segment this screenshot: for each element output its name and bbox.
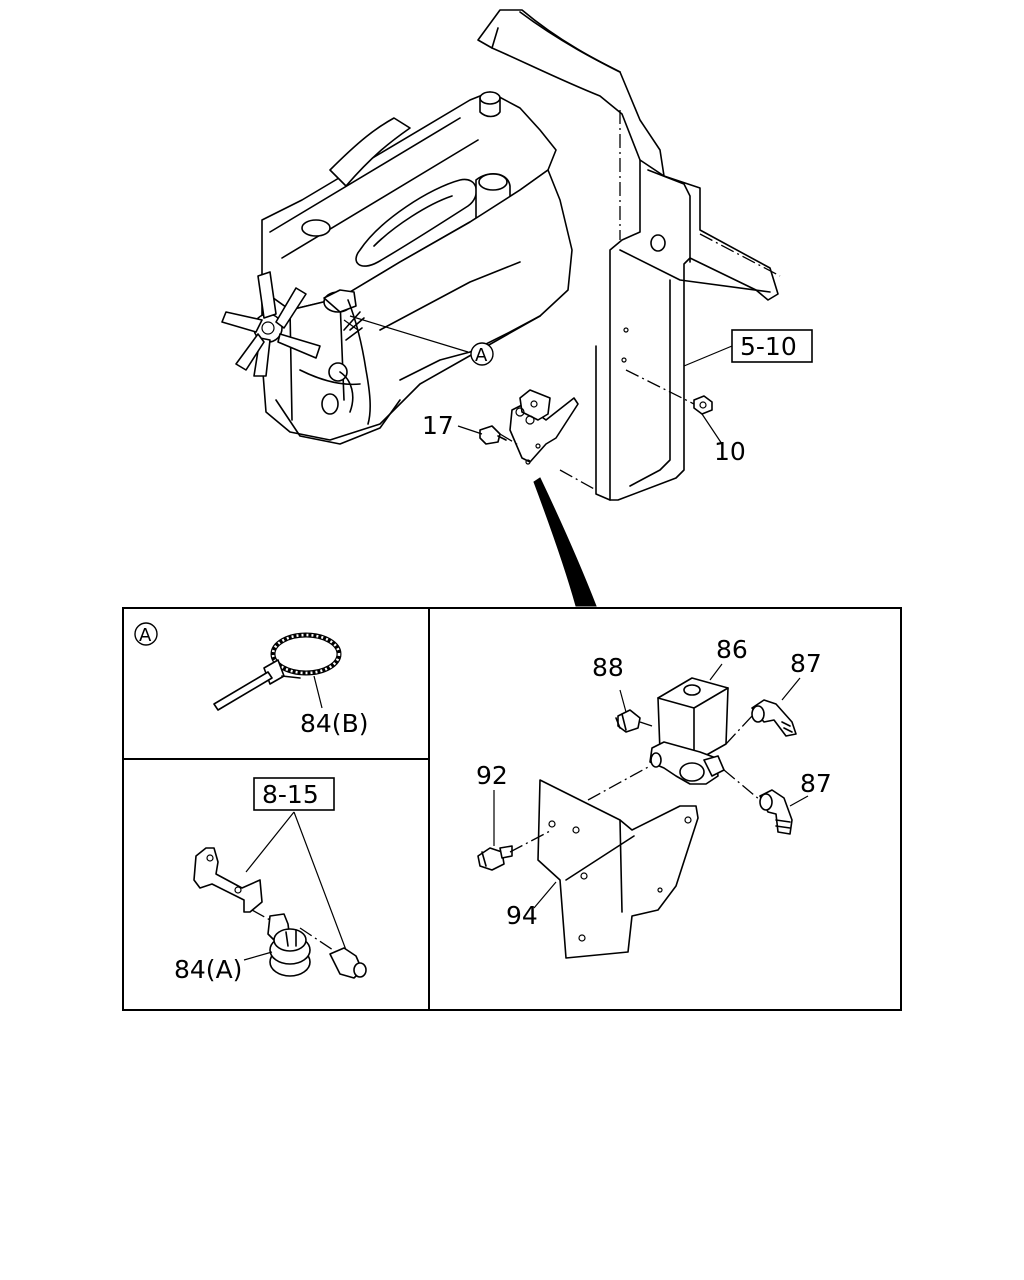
panel-valve: 86 87 88 87 92 94 (476, 635, 832, 959)
nut-10-icon (693, 395, 713, 415)
bolt-92-icon (477, 845, 513, 871)
elbow-87-bottom-icon (759, 789, 793, 835)
label-94: 94 (506, 901, 538, 930)
clip-bracket-icon (193, 847, 263, 913)
label-92: 92 (476, 761, 508, 790)
bracket-94-icon (537, 779, 699, 959)
label-10: 10 (714, 437, 746, 466)
panel-a-marker-label: A (139, 625, 152, 646)
fitting-88-icon (615, 709, 641, 733)
ref-box-5-10-label: 5-10 (740, 332, 797, 361)
cable-tie-icon (213, 632, 342, 711)
elbow-87-top-icon (751, 699, 797, 737)
label-87-top: 87 (790, 649, 822, 678)
fan-icon (221, 271, 321, 377)
label-86: 86 (716, 635, 748, 664)
ref-box-5-10 (731, 329, 813, 363)
label-84b: 84(B) (300, 709, 368, 738)
callout-a-marker (470, 342, 494, 366)
clamp-84a-icon (267, 913, 311, 977)
label-84a: 84(A) (174, 955, 242, 984)
bolt-17-icon (479, 425, 507, 445)
label-17: 17 (422, 411, 454, 440)
panel-clip: 8-15 84(A) (174, 777, 367, 984)
ref-box-8-15-label: 8-15 (262, 780, 319, 809)
callout-a-label: A (475, 345, 488, 366)
valve-bracket-small (509, 389, 579, 465)
clip-bolt-icon (329, 947, 367, 979)
engine-illustration (221, 91, 573, 445)
panel-a: A 84(B) (134, 622, 368, 738)
label-88: 88 (592, 653, 624, 682)
detail-frame (122, 607, 902, 1011)
panel-a-marker (134, 622, 158, 646)
label-87-bottom: 87 (800, 769, 832, 798)
solenoid-valve-icon (649, 677, 729, 785)
frame-rail (477, 9, 781, 501)
ref-box-8-15 (253, 777, 335, 811)
callout-arrow (533, 477, 597, 607)
